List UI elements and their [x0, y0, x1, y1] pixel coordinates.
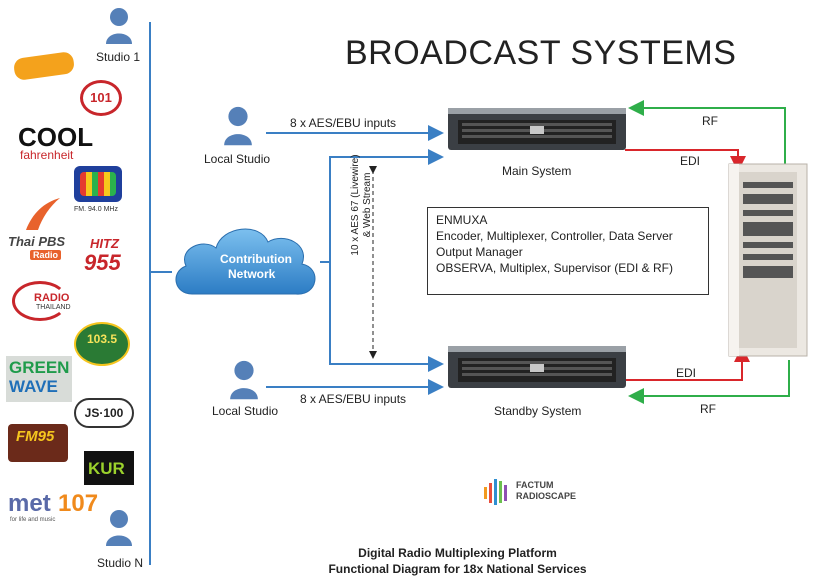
page-title: BROADCAST SYSTEMS: [345, 34, 737, 72]
local-studio-top-person-icon: [224, 106, 252, 146]
info-line-3: Output Manager: [436, 245, 523, 259]
info-line-1: ENMUXA: [436, 213, 488, 227]
standby-system-server-icon: [448, 346, 626, 388]
thaipbs-logo-line2: Radio: [30, 250, 62, 260]
cloud-label-line2: Network: [228, 267, 276, 281]
rf-top-label: RF: [702, 114, 718, 128]
local-studio-bottom-label: Local Studio: [212, 404, 279, 418]
fm95-logo: FM95: [8, 424, 68, 462]
thaipbs-wing-icon: [26, 198, 60, 230]
js100-text: JS·100: [84, 406, 124, 420]
met107-logo-line1: met: [8, 490, 51, 517]
station-1035-text: 103.5: [86, 332, 118, 346]
studio-n-label: Studio N: [97, 556, 144, 570]
edi-top-label: EDI: [680, 154, 701, 168]
brand-line2: RADIOSCAPE: [516, 491, 577, 501]
edi-top-arrow: [625, 149, 746, 172]
cloud-label-line1: Contribution: [220, 252, 292, 266]
studio-1-label: Studio 1: [96, 50, 141, 64]
edi-bottom-arrow: [625, 346, 750, 381]
aes-ebu-inputs-bottom-label: 8 x AES/EBU inputs: [300, 392, 407, 406]
greenwave-logo: GREEN WAVE: [6, 356, 72, 402]
station-101-logo: 101: [80, 80, 122, 116]
cool-fahrenheit-logo-line1: COOL: [18, 122, 94, 152]
main-system-server-icon: [448, 108, 626, 150]
studio-n-person-icon: [106, 510, 132, 546]
transmitter-rack-icon: [728, 163, 808, 357]
station-1035-logo: 103.5: [74, 322, 130, 366]
system-description-box: ENMUXA Encoder, Multiplexer, Controller,…: [427, 207, 709, 295]
footer-line1: Digital Radio Multiplexing Platform: [358, 546, 557, 560]
factum-radioscape-logo-icon: [484, 479, 507, 505]
rf-top-arrow: [628, 100, 786, 165]
cloud-to-standby-line: [329, 262, 444, 372]
hitz-logo-line2: 955: [84, 250, 121, 275]
footer-line2: Functional Diagram for 18x National Serv…: [328, 562, 587, 576]
info-line-2: Encoder, Multiplexer, Controller, Data S…: [436, 229, 673, 243]
radio-thailand-ring-icon: [12, 281, 68, 321]
brand-line1: FACTUM: [516, 480, 554, 490]
radio-thailand-logo-line1: RADIO: [34, 292, 70, 304]
met107-logo-sub: for life and music: [10, 517, 56, 523]
js100-logo: JS·100: [74, 398, 134, 428]
aes67-label-line2: & Web Stream: [362, 172, 373, 238]
edi-bottom-label: EDI: [676, 366, 697, 380]
thaipbs-logo-line1: Thai PBS: [8, 234, 66, 249]
info-line-4: OBSERVA, Multiplex, Supervisor (EDI & RF…: [436, 261, 673, 275]
local-studio-top-label: Local Studio: [204, 152, 271, 166]
main-system-label: Main System: [502, 164, 572, 178]
cloud-to-main-line: [320, 149, 444, 263]
cool-fahrenheit-logo-line2: fahrenheit: [20, 148, 74, 162]
aes-ebu-inputs-top-label: 8 x AES/EBU inputs: [290, 116, 397, 130]
radio-thailand-logo-line2: THAILAND: [36, 304, 71, 311]
kur-logo: KUR: [84, 451, 134, 485]
local-studio-bottom-person-icon: [230, 360, 258, 400]
greenwave-line2: WAVE: [9, 377, 58, 396]
met107-logo-number: 107: [58, 490, 99, 517]
hitz-logo-line1: HITZ: [90, 236, 119, 251]
fm94-label: FM. 94.0 MHz: [74, 206, 118, 213]
fm95-text: FM95: [16, 428, 55, 445]
aes67-label-line1: 10 x AES 67 (Livewire): [350, 154, 361, 256]
studio-1-person-icon: [106, 8, 132, 44]
kur-text: KUR: [88, 459, 125, 478]
nnn-station-logo-icon: [74, 166, 122, 202]
rf-bottom-arrow: [628, 360, 790, 404]
standby-system-label: Standby System: [494, 404, 582, 418]
rf-bottom-label: RF: [700, 402, 716, 416]
aes67-link-label: 10 x AES 67 (Livewire) & Web Stream: [350, 140, 374, 270]
greenwave-line1: GREEN: [9, 358, 70, 377]
contribution-network-cloud-icon: [175, 228, 316, 295]
station-101-text: 101: [90, 90, 112, 105]
